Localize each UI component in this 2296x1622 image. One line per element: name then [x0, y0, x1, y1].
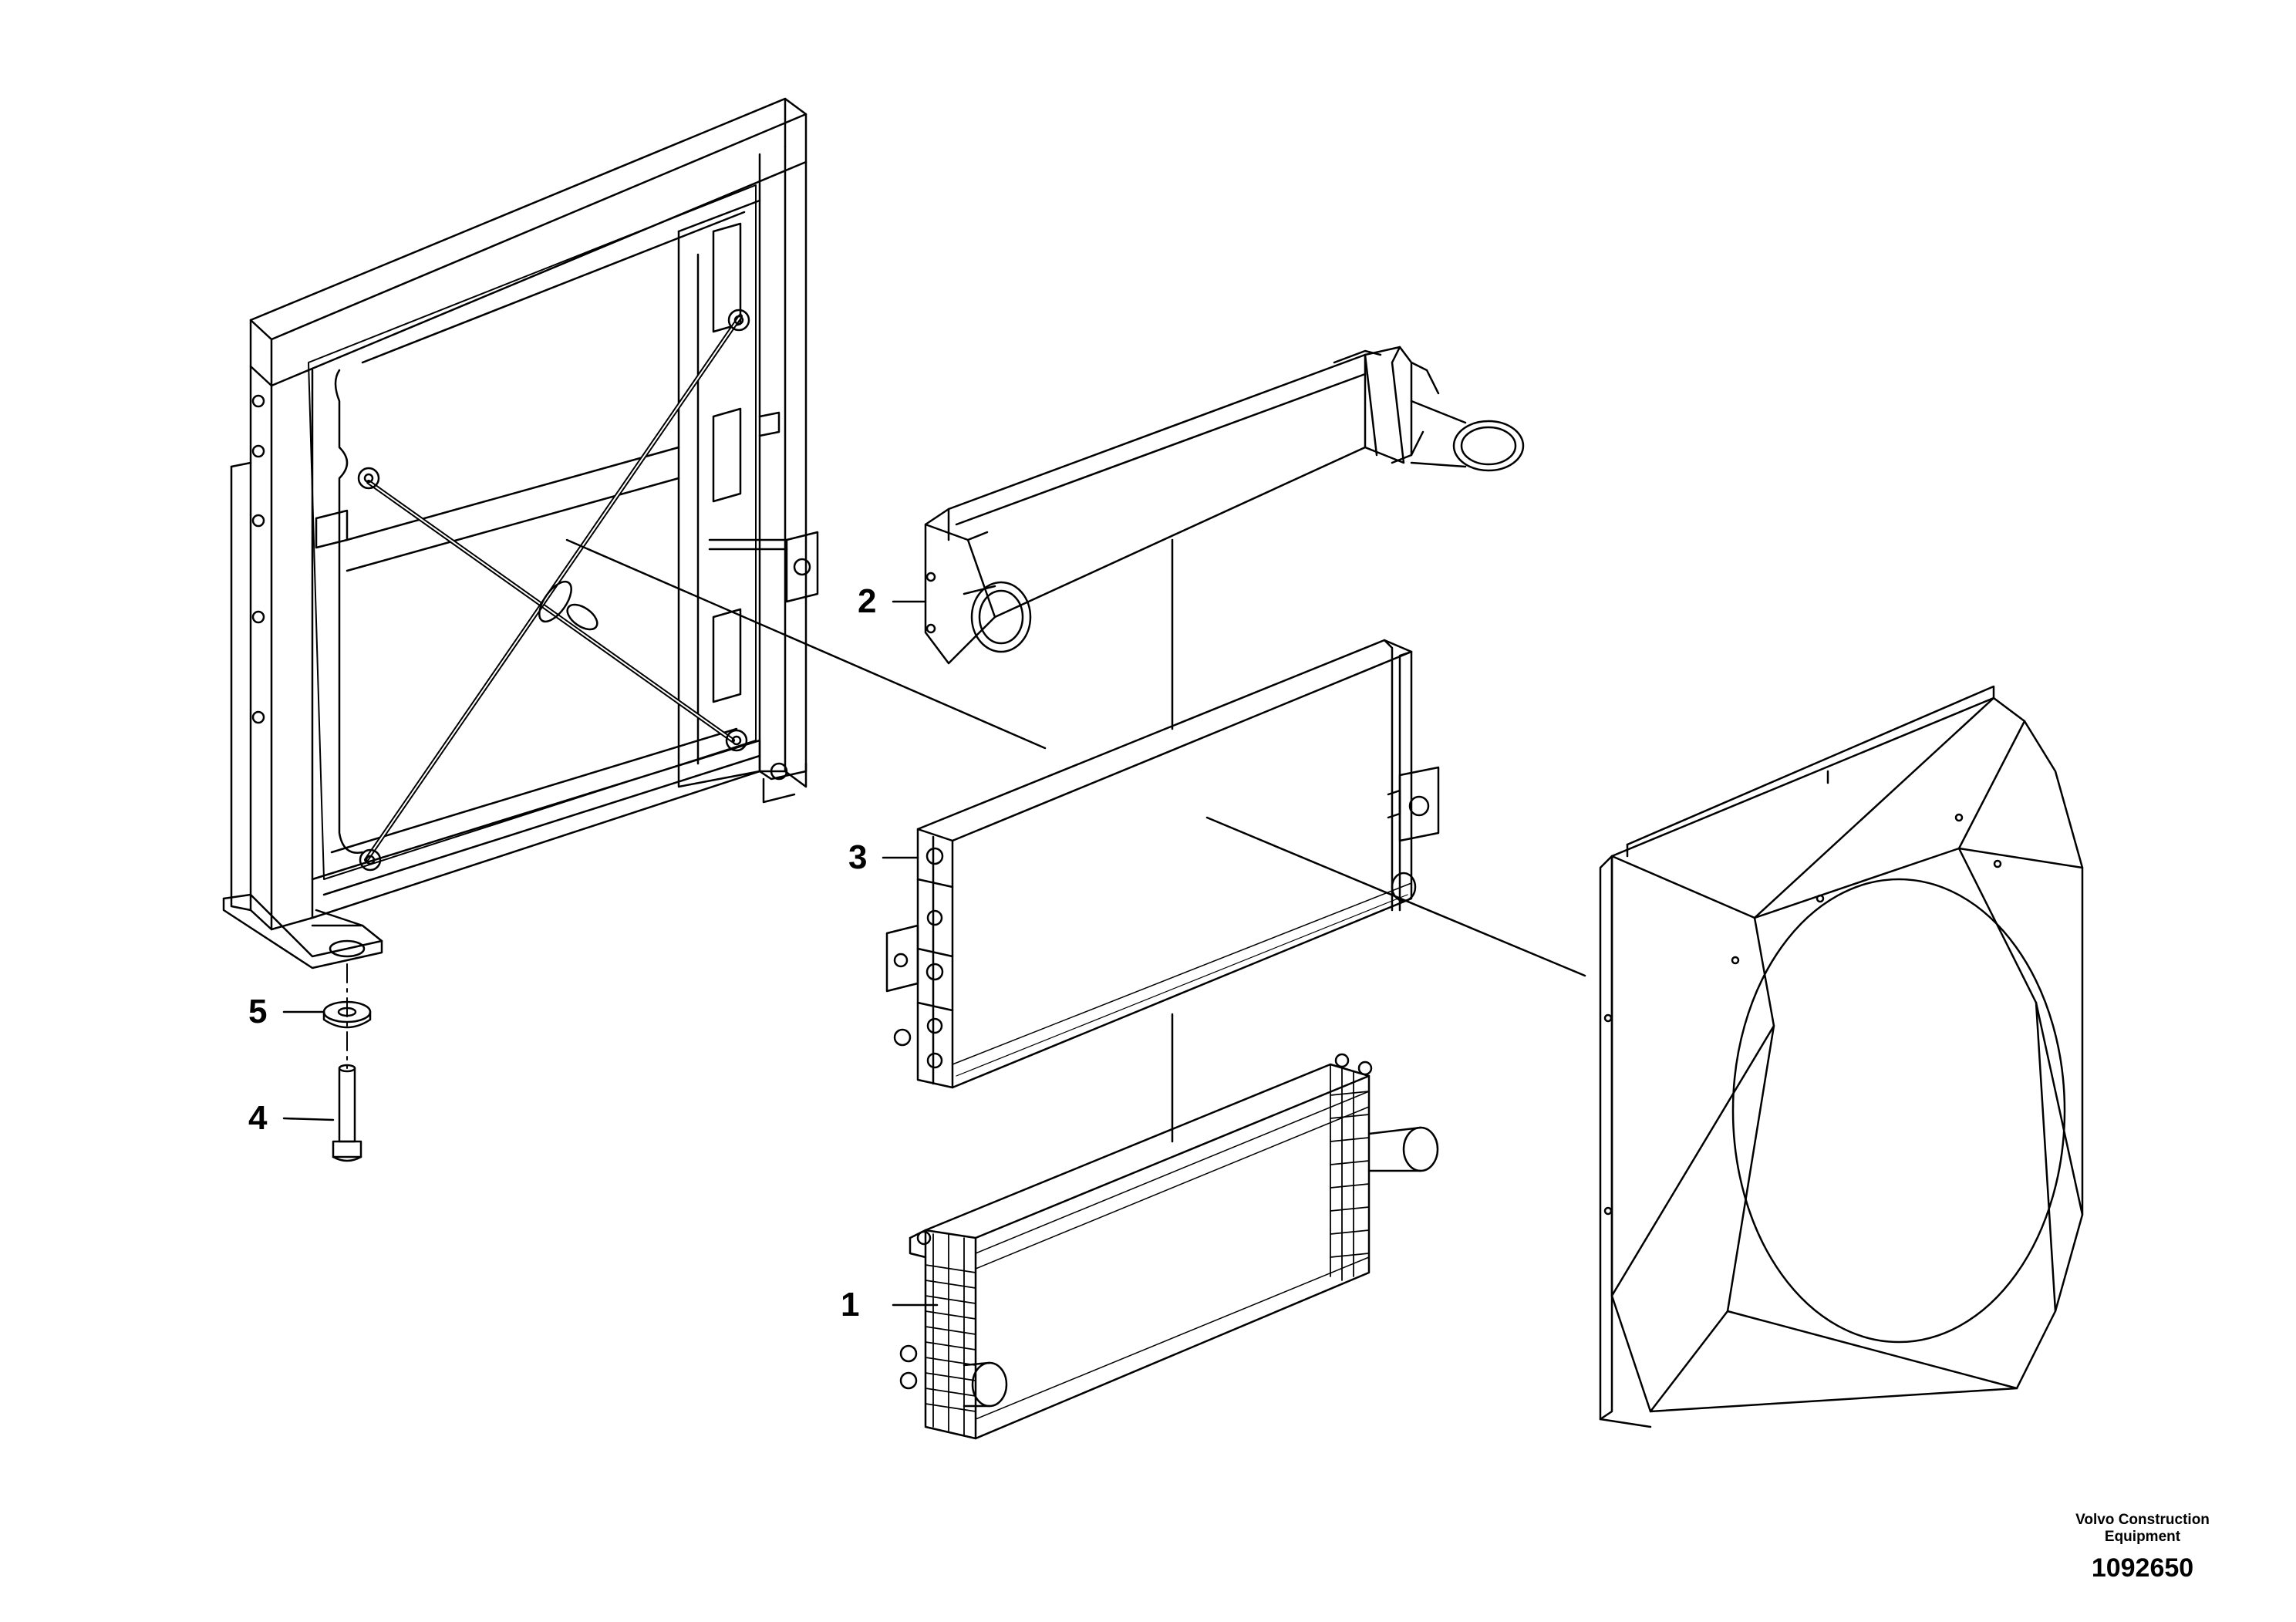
callout-5: 5	[248, 993, 268, 1030]
leader-line-part-4	[282, 1117, 335, 1121]
footer-brand-line-2: Equipment	[2104, 1529, 2181, 1545]
leader-lines	[282, 538, 1586, 1307]
callout-3: 3	[848, 838, 868, 876]
footer-brand-line-1: Volvo Construction	[2075, 1512, 2210, 1528]
callout-1: 1	[841, 1286, 860, 1324]
charge-air-pipe-part	[924, 346, 1525, 665]
oil-cooler-part	[885, 639, 1440, 1089]
bolt-part	[332, 1064, 362, 1162]
callout-2: 2	[858, 582, 877, 620]
charge-air-cooler-part	[899, 1053, 1439, 1440]
drawing-number: 1092650	[2091, 1553, 2194, 1583]
callout-4: 4	[248, 1099, 268, 1137]
radiator-frame	[222, 97, 819, 969]
fan-shroud	[1599, 685, 2084, 1428]
